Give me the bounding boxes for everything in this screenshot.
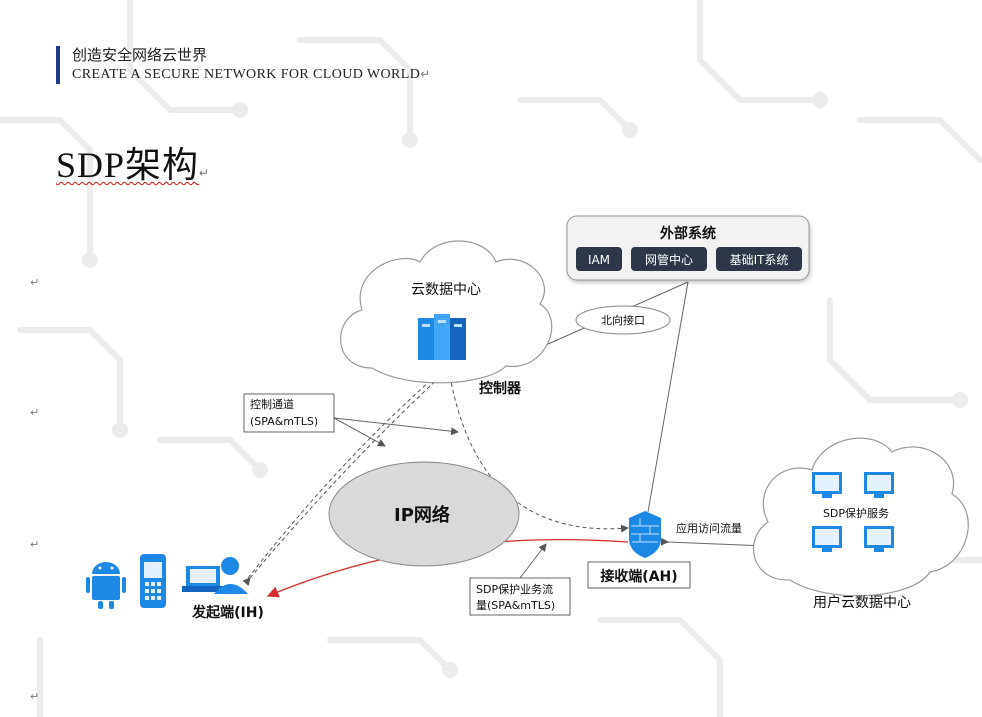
svg-text:基础IT系统: 基础IT系统 [730,253,789,267]
external-system-title: 外部系统 [660,225,716,242]
receiver-box [587,561,691,589]
sdp-traffic-line2: 量(SPA&mTLS) [476,599,555,612]
cloud-datacenter-label: 云数据中心 [411,282,481,298]
north-interface-ellipse [575,305,671,335]
monitor-icon [864,526,894,552]
app-traffic-label: 应用访问流量 [676,521,742,535]
header-title-en: CREATE A SECURE NETWORK FOR CLOUD WORLD↵ [72,67,431,82]
paragraph-mark: ↵ [30,690,40,703]
sdp-service-label: SDP保护服务 [823,506,889,520]
cloud-datacenter-shape [340,240,553,384]
paragraph-mark: ↵ [30,276,40,289]
sdp-traffic-box [469,577,571,616]
mobile-phone-icon [140,554,166,608]
monitor-icon [812,472,842,498]
svg-text:IAM: IAM [588,253,610,267]
control-channel-line1: 控制通道 [250,397,294,411]
external-system-item-it: 基础IT系统 [716,247,802,271]
external-system-item-iam: IAM [576,247,622,271]
initiator-label: 发起端(IH) [191,604,264,621]
control-channel-line2: (SPA&mTLS) [250,415,318,428]
north-interface-label: 北向接口 [601,313,645,327]
firewall-shield-icon [629,511,661,558]
monitor-icon [864,472,894,498]
user-computer-icon [182,557,248,594]
user-cloud-shape [752,437,969,597]
server-rack-icon [418,314,466,360]
ip-network-ellipse [328,461,520,567]
ip-network-label: IP网络 [394,504,450,526]
controller-label: 控制器 [479,380,522,397]
receiver-label: 接收端(AH) [600,568,677,585]
control-channel-box [243,393,335,433]
external-system-item-nms: 网管中心 [631,247,707,271]
user-datacenter-label: 用户云数据中心 [813,594,911,611]
page-title: SDP架构↵ [56,145,211,185]
paragraph-mark: ↵ [30,406,40,419]
sdp-traffic-line1: SDP保护业务流 [476,582,553,596]
paragraph-mark: ↵ [199,166,211,180]
header-title-cn: 创造安全网络云世界 [72,46,208,64]
paragraph-mark: ↵ [30,538,40,551]
android-icon [86,562,126,609]
monitor-icon [812,526,842,552]
header-accent-bar [56,46,60,84]
svg-text:网管中心: 网管中心 [645,252,693,267]
